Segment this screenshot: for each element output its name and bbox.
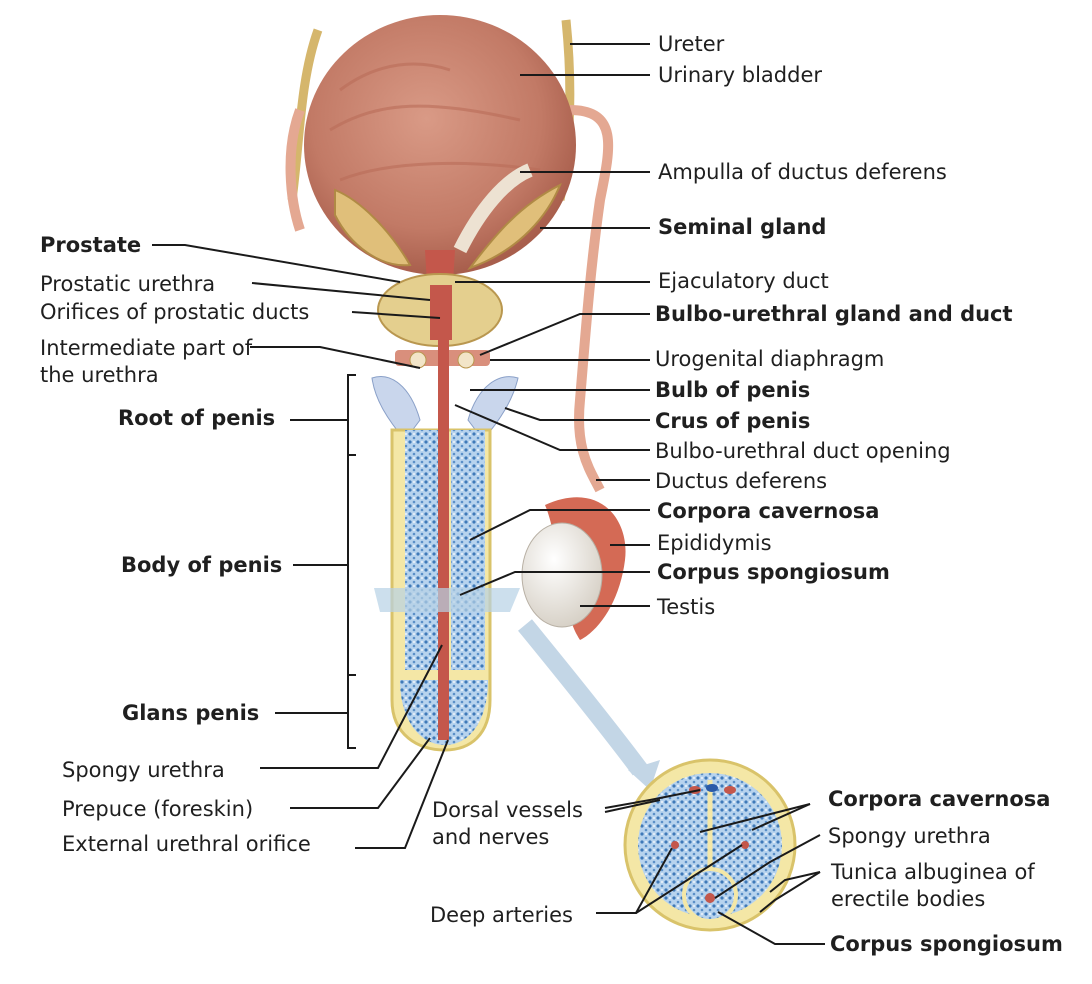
urethra-shape	[438, 340, 449, 740]
label-glans-penis: Glans penis	[122, 701, 260, 725]
label-spongy-urethra: Spongy urethra	[62, 758, 225, 782]
label-deep-arteries: Deep arteries	[430, 903, 574, 927]
label-testis: Testis	[657, 595, 716, 619]
label-urinary-bladder: Urinary bladder	[658, 63, 823, 87]
label-cs-tunica-albuginea: Tunica albuginea of erectile bodies	[831, 860, 1035, 911]
label-ejaculatory-duct: Ejaculatory duct	[658, 269, 829, 293]
label-bulbo-urethral-gland: Bulbo-urethral gland and duct	[655, 302, 1013, 326]
label-cs-spongy-urethra: Spongy urethra	[828, 824, 991, 848]
label-urogenital-diaphragm: Urogenital diaphragm	[655, 347, 885, 371]
seminal-gland-right	[467, 182, 562, 271]
urinary-bladder-shape	[304, 15, 576, 275]
label-crus-of-penis: Crus of penis	[655, 409, 811, 433]
label-epididymis: Epididymis	[657, 531, 772, 555]
label-prostatic-urethra: Prostatic urethra	[40, 272, 216, 296]
label-cs-corpora-cavernosa: Corpora cavernosa	[828, 787, 1051, 811]
label-orifices: Orifices of prostatic ducts	[40, 300, 310, 324]
label-ampulla: Ampulla of ductus deferens	[658, 160, 947, 184]
seminal-gland-left	[334, 188, 412, 267]
label-dorsal-vessels: Dorsal vessels and nerves	[432, 798, 583, 849]
label-external-orifice: External urethral orifice	[62, 832, 311, 856]
section-plane	[374, 588, 520, 612]
label-corpora-cavernosa: Corpora cavernosa	[657, 499, 880, 523]
ductus-deferens-shape	[569, 105, 614, 493]
label-prepuce: Prepuce (foreskin)	[62, 797, 254, 821]
label-bulb-of-penis: Bulb of penis	[655, 378, 811, 402]
label-body-of-penis: Body of penis	[121, 553, 283, 577]
label-bulbo-urethral-opening: Bulbo-urethral duct opening	[655, 439, 951, 463]
label-root-of-penis: Root of penis	[118, 406, 276, 430]
label-ureter: Ureter	[658, 32, 725, 56]
label-corpus-spongiosum: Corpus spongiosum	[657, 560, 890, 584]
label-prostate: Prostate	[40, 233, 142, 257]
label-seminal-gland: Seminal gland	[658, 215, 827, 239]
label-cs-corpus-spongiosum: Corpus spongiosum	[830, 932, 1063, 956]
label-intermediate-part: Intermediate part of the urethra	[40, 336, 253, 387]
label-ductus-deferens: Ductus deferens	[655, 469, 828, 493]
testis-shape	[521, 522, 603, 628]
